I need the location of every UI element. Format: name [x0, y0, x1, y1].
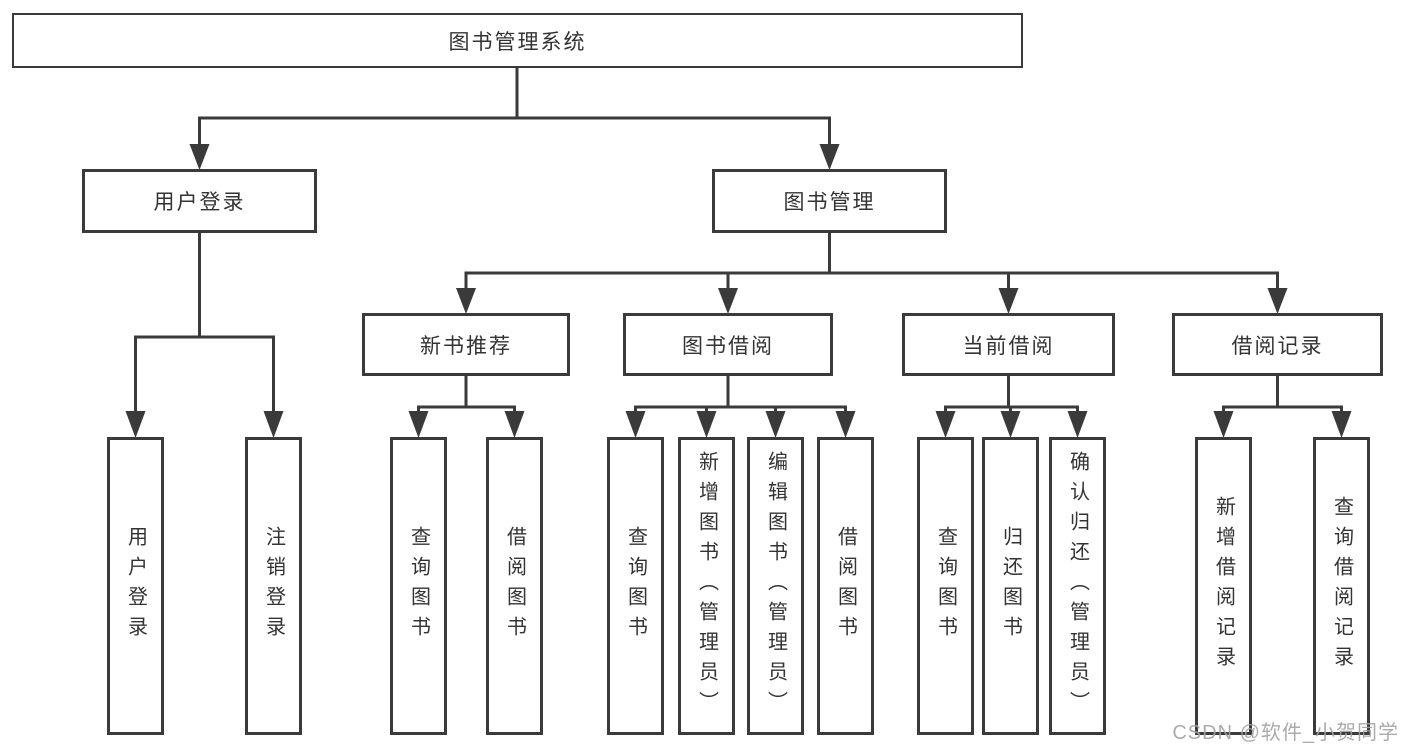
- leaf-query-books-current: 查询图书: [917, 437, 974, 735]
- leaf-return-books: 归还图书: [982, 437, 1039, 735]
- arrowheads: [125, 144, 1352, 438]
- leaf-logout-label: 注销登录: [262, 526, 285, 646]
- leaf-confirm-return-admin: 确认归还（管理员）: [1049, 437, 1106, 735]
- connector-book-management: [464, 233, 1279, 290]
- leaf-add-borrow-record-label: 新增借阅记录: [1212, 496, 1235, 676]
- node-current-borrowing: 当前借阅: [902, 313, 1115, 376]
- leaf-borrow-books-recommend-label: 借阅图书: [503, 526, 526, 646]
- node-root: 图书管理系统: [12, 13, 1023, 68]
- connector-borrowing: [634, 376, 847, 413]
- leaf-borrow-books-borrowing-label: 借阅图书: [834, 526, 857, 646]
- leaf-query-borrow-record-label: 查询借阅记录: [1330, 496, 1353, 676]
- leaf-user-login-label: 用户登录: [124, 526, 147, 646]
- node-borrowing-records-label: 借阅记录: [1231, 334, 1324, 358]
- node-user-login: 用户登录: [82, 169, 317, 233]
- node-new-book-recommend-label: 新书推荐: [420, 334, 512, 358]
- leaf-query-books-recommend: 查询图书: [390, 437, 447, 735]
- node-book-management: 图书管理: [712, 169, 947, 233]
- leaf-query-books-borrowing-label: 查询图书: [624, 526, 647, 646]
- node-user-login-label: 用户登录: [153, 191, 246, 214]
- node-book-management-label: 图书管理: [783, 191, 876, 214]
- leaf-query-borrow-record: 查询借阅记录: [1313, 437, 1370, 735]
- leaf-query-books-borrowing: 查询图书: [607, 437, 664, 735]
- node-root-label: 图书管理系统: [448, 30, 587, 54]
- leaf-return-books-label: 归还图书: [999, 526, 1022, 646]
- leaf-query-books-current-label: 查询图书: [934, 526, 957, 646]
- leaf-confirm-return-admin-label: 确认归还（管理员）: [1066, 451, 1089, 721]
- connector-new-book: [417, 376, 516, 413]
- leaf-borrow-books-recommend: 借阅图书: [486, 437, 543, 735]
- node-book-borrowing: 图书借阅: [623, 313, 833, 376]
- connector-user-login: [134, 233, 275, 414]
- connector-current: [944, 376, 1079, 413]
- leaf-edit-books-admin-label: 编辑图书（管理员）: [764, 451, 787, 721]
- leaf-logout: 注销登录: [245, 437, 302, 735]
- leaf-query-books-recommend-label: 查询图书: [407, 526, 430, 646]
- leaf-add-books-admin-label: 新增图书（管理员）: [695, 451, 718, 721]
- leaf-borrow-books-borrowing: 借阅图书: [817, 437, 874, 735]
- leaf-edit-books-admin: 编辑图书（管理员）: [747, 437, 804, 735]
- connector-root: [198, 68, 831, 146]
- leaf-add-borrow-record: 新增借阅记录: [1195, 437, 1252, 735]
- csdn-watermark: CSDN @软件_小贺同学: [1172, 722, 1399, 744]
- node-book-borrowing-label: 图书借阅: [682, 334, 774, 358]
- leaf-user-login: 用户登录: [107, 437, 164, 735]
- node-current-borrowing-label: 当前借阅: [962, 334, 1055, 358]
- node-new-book-recommend: 新书推荐: [362, 313, 570, 376]
- connector-records: [1222, 376, 1343, 413]
- node-borrowing-records: 借阅记录: [1172, 313, 1383, 376]
- leaf-add-books-admin: 新增图书（管理员）: [678, 437, 735, 735]
